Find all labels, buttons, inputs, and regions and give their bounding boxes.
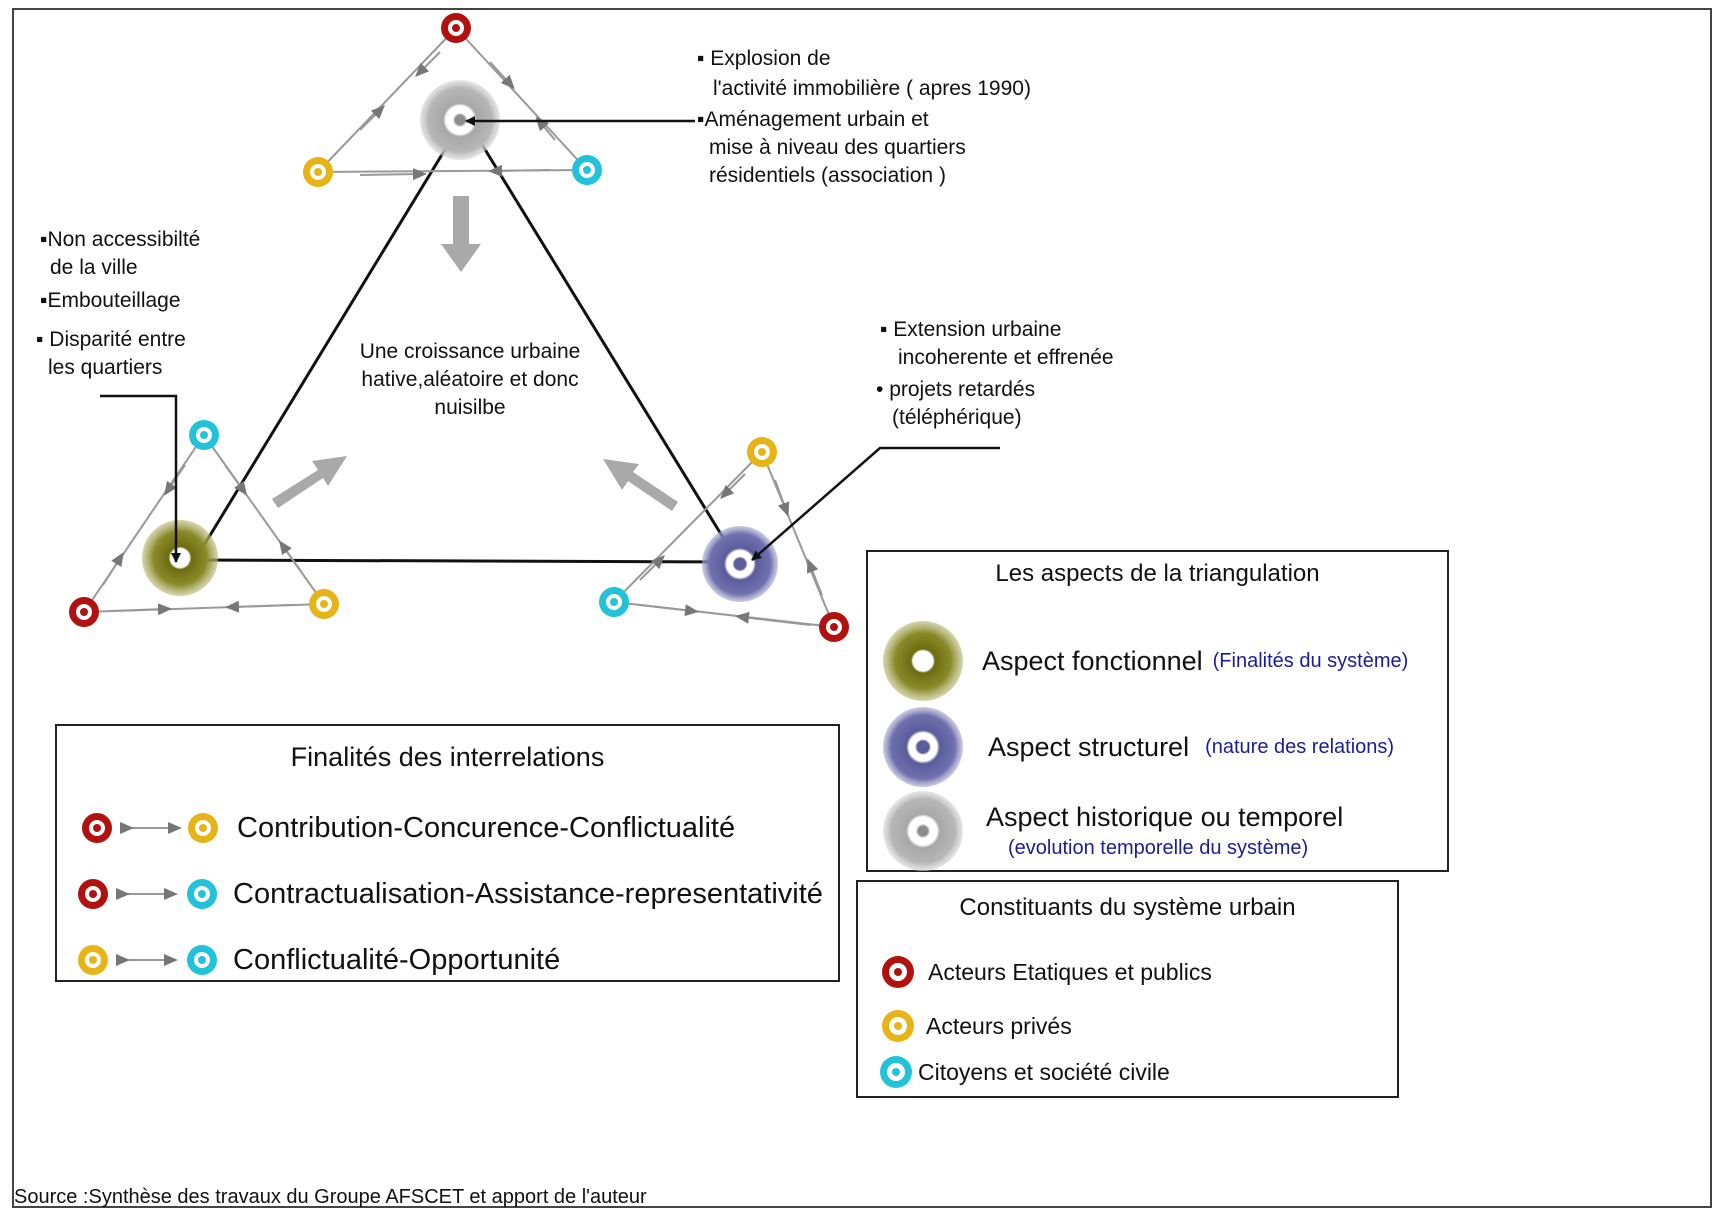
aspect-note: (evolution temporelle du système) xyxy=(1008,837,1309,859)
annotation-line: ▪Embouteillage xyxy=(40,289,181,312)
structural-aspect-node xyxy=(702,526,778,602)
annotation-line: l'activité immobilière ( apres 1990) xyxy=(713,77,1031,100)
annotation-line: ▪ Disparité entre xyxy=(36,328,186,351)
legend-aspects: Les aspects de la triangulation Aspect f… xyxy=(866,550,1449,872)
legend-aspects-row: Aspect structurel (nature des relations) xyxy=(880,704,1394,790)
interrelation-icon xyxy=(82,813,218,843)
public-actor-icon xyxy=(882,956,914,988)
node-yellow-left xyxy=(309,589,339,619)
node-cyan-left xyxy=(189,420,219,450)
down-arrow-icon xyxy=(441,196,481,272)
pointer-structural xyxy=(751,446,1000,561)
annotation-extension-urbaine: ▪ Extension urbaine incoherente et effre… xyxy=(880,316,1114,372)
interrelation-icon xyxy=(78,879,217,909)
central-statement-line: nuisilbe xyxy=(434,396,506,419)
legend-interrelations-row: Contractualisation-Assistance-representa… xyxy=(75,872,823,916)
functional-aspect-icon xyxy=(883,621,963,701)
annotation-line: • projets retardés xyxy=(876,378,1036,401)
right-subtriangle xyxy=(613,451,835,628)
aspect-text: Aspect historique ou temporel (evolution… xyxy=(986,802,1343,860)
legend-interrelations-row: Conflictualité-Opportunité xyxy=(75,938,560,982)
central-statement: Une croissance urbaine hative,aléatoire … xyxy=(340,338,600,422)
interrelation-label: Conflictualité-Opportunité xyxy=(233,943,561,976)
annotation-line: ▪Aménagement urbain et xyxy=(697,108,929,131)
node-yellow-right xyxy=(747,437,777,467)
triangle-edge-bottom xyxy=(194,558,739,564)
annotation-line: ▪Non accessibilté xyxy=(40,228,201,251)
aspect-label: Aspect structurel xyxy=(988,731,1190,762)
legend-interrelations: Finalités des interrelations Contributio… xyxy=(55,724,840,982)
constituant-label: Acteurs privés xyxy=(926,1012,1072,1039)
node-yellow-top xyxy=(303,157,333,187)
annotation-line: de la ville xyxy=(50,256,138,279)
interrelation-icon xyxy=(78,945,217,975)
node-red-right xyxy=(819,612,849,642)
annotation-line: ▪ Extension urbaine xyxy=(880,318,1062,341)
figure-frame xyxy=(12,8,1712,1208)
annotation-line: mise à niveau des quartiers xyxy=(709,136,966,159)
node-red-top xyxy=(441,13,471,43)
aspect-label: Aspect historique ou temporel xyxy=(986,802,1344,832)
structural-aspect-icon xyxy=(883,707,963,787)
aspect-note: (nature des relations) xyxy=(1205,735,1395,758)
historical-aspect-icon xyxy=(883,791,963,871)
annotation-disparite: ▪ Disparité entre les quartiers xyxy=(36,326,186,382)
functional-aspect-node xyxy=(142,520,218,596)
central-statement-line: Une croissance urbaine xyxy=(359,340,581,363)
aspect-note: (Finalités du système) xyxy=(1212,649,1409,672)
node-cyan-right xyxy=(599,587,629,617)
up-left-arrow-icon xyxy=(603,459,678,511)
annotation-embouteillage: ▪Embouteillage xyxy=(40,286,181,316)
annotation-explosion: ▪ Explosion de l'activité immobilière ( … xyxy=(697,44,1031,104)
legend-constituants-row: Citoyens et société civile xyxy=(878,1054,1170,1090)
top-subtriangle xyxy=(317,27,588,181)
historical-aspect-node xyxy=(420,80,500,160)
pointer-functional xyxy=(100,394,181,563)
annotation-projets-retardes: • projets retardés (téléphérique) xyxy=(876,376,1035,432)
annotation-line: les quartiers xyxy=(48,356,163,379)
legend-constituants-row: Acteurs privés xyxy=(880,1008,1072,1044)
annotation-line: ▪ Explosion de xyxy=(697,47,831,70)
interrelation-label: Contractualisation-Assistance-representa… xyxy=(233,877,823,910)
legend-interrelations-title: Finalités des interrelations xyxy=(290,742,605,772)
node-cyan-top xyxy=(572,155,602,185)
source-caption: Source :Synthèse des travaux du Groupe A… xyxy=(14,1186,647,1208)
annotation-line: incoherente et effrenée xyxy=(898,346,1114,369)
legend-constituants-title: Constituants du système urbain xyxy=(959,894,1296,921)
annotation-non-accessibilite: ▪Non accessibilté de la ville xyxy=(40,226,200,282)
annotation-line: résidentiels (association ) xyxy=(709,164,946,187)
legend-constituants-row: Acteurs Etatiques et publics xyxy=(880,954,1212,990)
central-statement-line: hative,aléatoire et donc xyxy=(361,368,579,391)
convergence-arrows xyxy=(272,196,678,511)
aspect-label: Aspect fonctionnel xyxy=(982,645,1203,676)
constituant-label: Citoyens et société civile xyxy=(918,1058,1170,1085)
legend-constituants: Constituants du système urbain Acteurs E… xyxy=(856,880,1399,1098)
interrelation-label: Contribution-Concurence-Conflictualité xyxy=(237,811,736,844)
legend-interrelations-row: Contribution-Concurence-Conflictualité xyxy=(79,806,735,850)
civil-society-icon xyxy=(880,1056,912,1088)
legend-aspects-row: Aspect fonctionnel (Finalités du système… xyxy=(880,618,1408,704)
left-subtriangle xyxy=(83,434,325,616)
pointer-arrows xyxy=(100,116,1000,563)
legend-aspects-row: Aspect historique ou temporel (evolution… xyxy=(880,788,1343,874)
triangle-edge-right xyxy=(468,124,740,563)
actor-nodes xyxy=(69,13,849,642)
legend-aspects-title: Les aspects de la triangulation xyxy=(995,560,1320,587)
annotation-line: (téléphérique) xyxy=(892,406,1022,429)
private-actor-icon xyxy=(882,1010,914,1042)
constituant-label: Acteurs Etatiques et publics xyxy=(928,958,1212,985)
up-right-arrow-icon xyxy=(272,456,347,508)
node-red-left xyxy=(69,597,99,627)
annotation-amenagement: ▪Aménagement urbain et mise à niveau des… xyxy=(697,106,966,190)
